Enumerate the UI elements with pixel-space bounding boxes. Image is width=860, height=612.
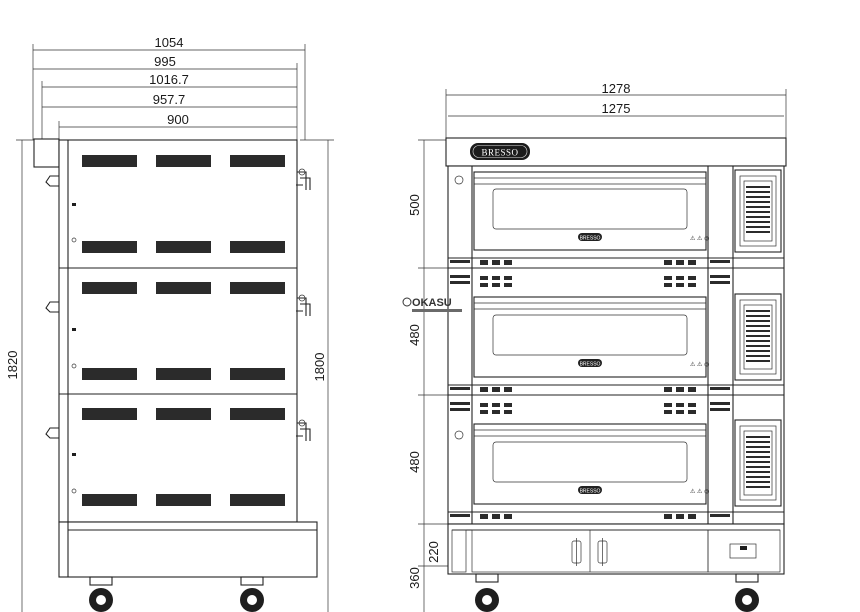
- front-caster-wheels: [475, 573, 759, 612]
- dim-label-480-lower: 480: [407, 451, 422, 473]
- deck-2-window: [492, 314, 688, 356]
- front-view: 1278 1275 500 480 480 220 360 BRESSO: [402, 81, 787, 612]
- side-chimney: [33, 138, 60, 168]
- deck-1-light: [454, 175, 464, 185]
- deck-1-control-panel: [734, 169, 782, 253]
- deck-2-warning-icons: ⚠ ⚠ ◎: [690, 361, 709, 368]
- deck-2-badge-text: BRESSO: [580, 362, 601, 368]
- deck-3-light: [454, 430, 464, 440]
- side-vents-deck-1: [82, 155, 285, 253]
- deck-3-badge-text: BRESSO: [580, 489, 601, 495]
- deck-3-warning-icons: ⚠ ⚠ ◎: [690, 488, 709, 495]
- dim-label-1016-7: 1016.7: [149, 72, 189, 87]
- dim-label-360: 360: [407, 567, 422, 589]
- deck-2: BRESSO ⚠ ⚠ ◎: [473, 293, 782, 381]
- vent-strip-1: [450, 260, 730, 287]
- deck-3-control-panel: [734, 419, 782, 507]
- vent-strip-2: [450, 387, 730, 414]
- dim-label-1275: 1275: [602, 101, 631, 116]
- deck-2-badge: BRESSO: [578, 359, 602, 368]
- side-caster-wheels: [89, 576, 264, 612]
- deck-1-badge-text: BRESSO: [580, 236, 601, 242]
- side-body: [58, 139, 298, 523]
- side-door-hooks: [45, 175, 59, 439]
- deck-1: BRESSO ⚠ ⚠ ◎: [454, 169, 782, 253]
- vent-strip-3: [450, 514, 730, 519]
- front-width-dimensions: 1278 1275: [445, 81, 787, 140]
- deck-1-window: [492, 188, 688, 230]
- side-base-cabinet: [58, 521, 318, 578]
- brand-plate-text: BRESSO: [481, 148, 518, 158]
- deck-1-warning-icons: ⚠ ⚠ ◎: [690, 235, 709, 242]
- front-base-cabinet: [447, 523, 785, 575]
- side-height-dimension-inner: 1800: [300, 139, 334, 612]
- side-vents-deck-2: [82, 282, 285, 380]
- watermark-text: OKASU: [412, 297, 452, 309]
- front-height-dimensions: 500 480 480 220 360: [407, 139, 448, 612]
- brand-plate: BRESSO: [470, 143, 530, 160]
- dim-label-1278: 1278: [602, 81, 631, 96]
- side-panel-marks: [71, 203, 77, 494]
- okasu-watermark: OKASU: [402, 297, 462, 312]
- deck-3-window: [492, 441, 688, 483]
- deck-1-badge: BRESSO: [578, 233, 602, 242]
- side-gas-valves: [296, 168, 311, 441]
- dim-line-1054: 1054: [32, 35, 306, 140]
- side-height-dimension-outer: 1820: [5, 139, 36, 612]
- dim-label-1054: 1054: [155, 35, 184, 50]
- side-view: 1054 995 1016.7 957.7 900: [5, 35, 334, 612]
- dim-label-500: 500: [407, 194, 422, 216]
- dim-label-1820: 1820: [5, 351, 20, 380]
- deck-2-control-panel: [734, 293, 782, 381]
- deck-3-badge: BRESSO: [578, 486, 602, 495]
- dim-label-995: 995: [154, 54, 176, 69]
- dim-label-1800: 1800: [312, 353, 327, 382]
- dim-label-480-upper: 480: [407, 324, 422, 346]
- side-width-dimensions: 1054 995 1016.7 957.7 900: [32, 35, 306, 140]
- side-vents-deck-3: [82, 408, 285, 506]
- dim-line-900: 900: [58, 112, 297, 140]
- dim-label-957-7: 957.7: [153, 92, 186, 107]
- dim-line-957-7: 957.7: [42, 92, 297, 108]
- deck-3: BRESSO ⚠ ⚠ ◎: [454, 419, 782, 507]
- dim-line-1016-7: 1016.7: [41, 72, 297, 140]
- dim-label-220: 220: [426, 541, 441, 563]
- dim-label-900: 900: [167, 112, 189, 127]
